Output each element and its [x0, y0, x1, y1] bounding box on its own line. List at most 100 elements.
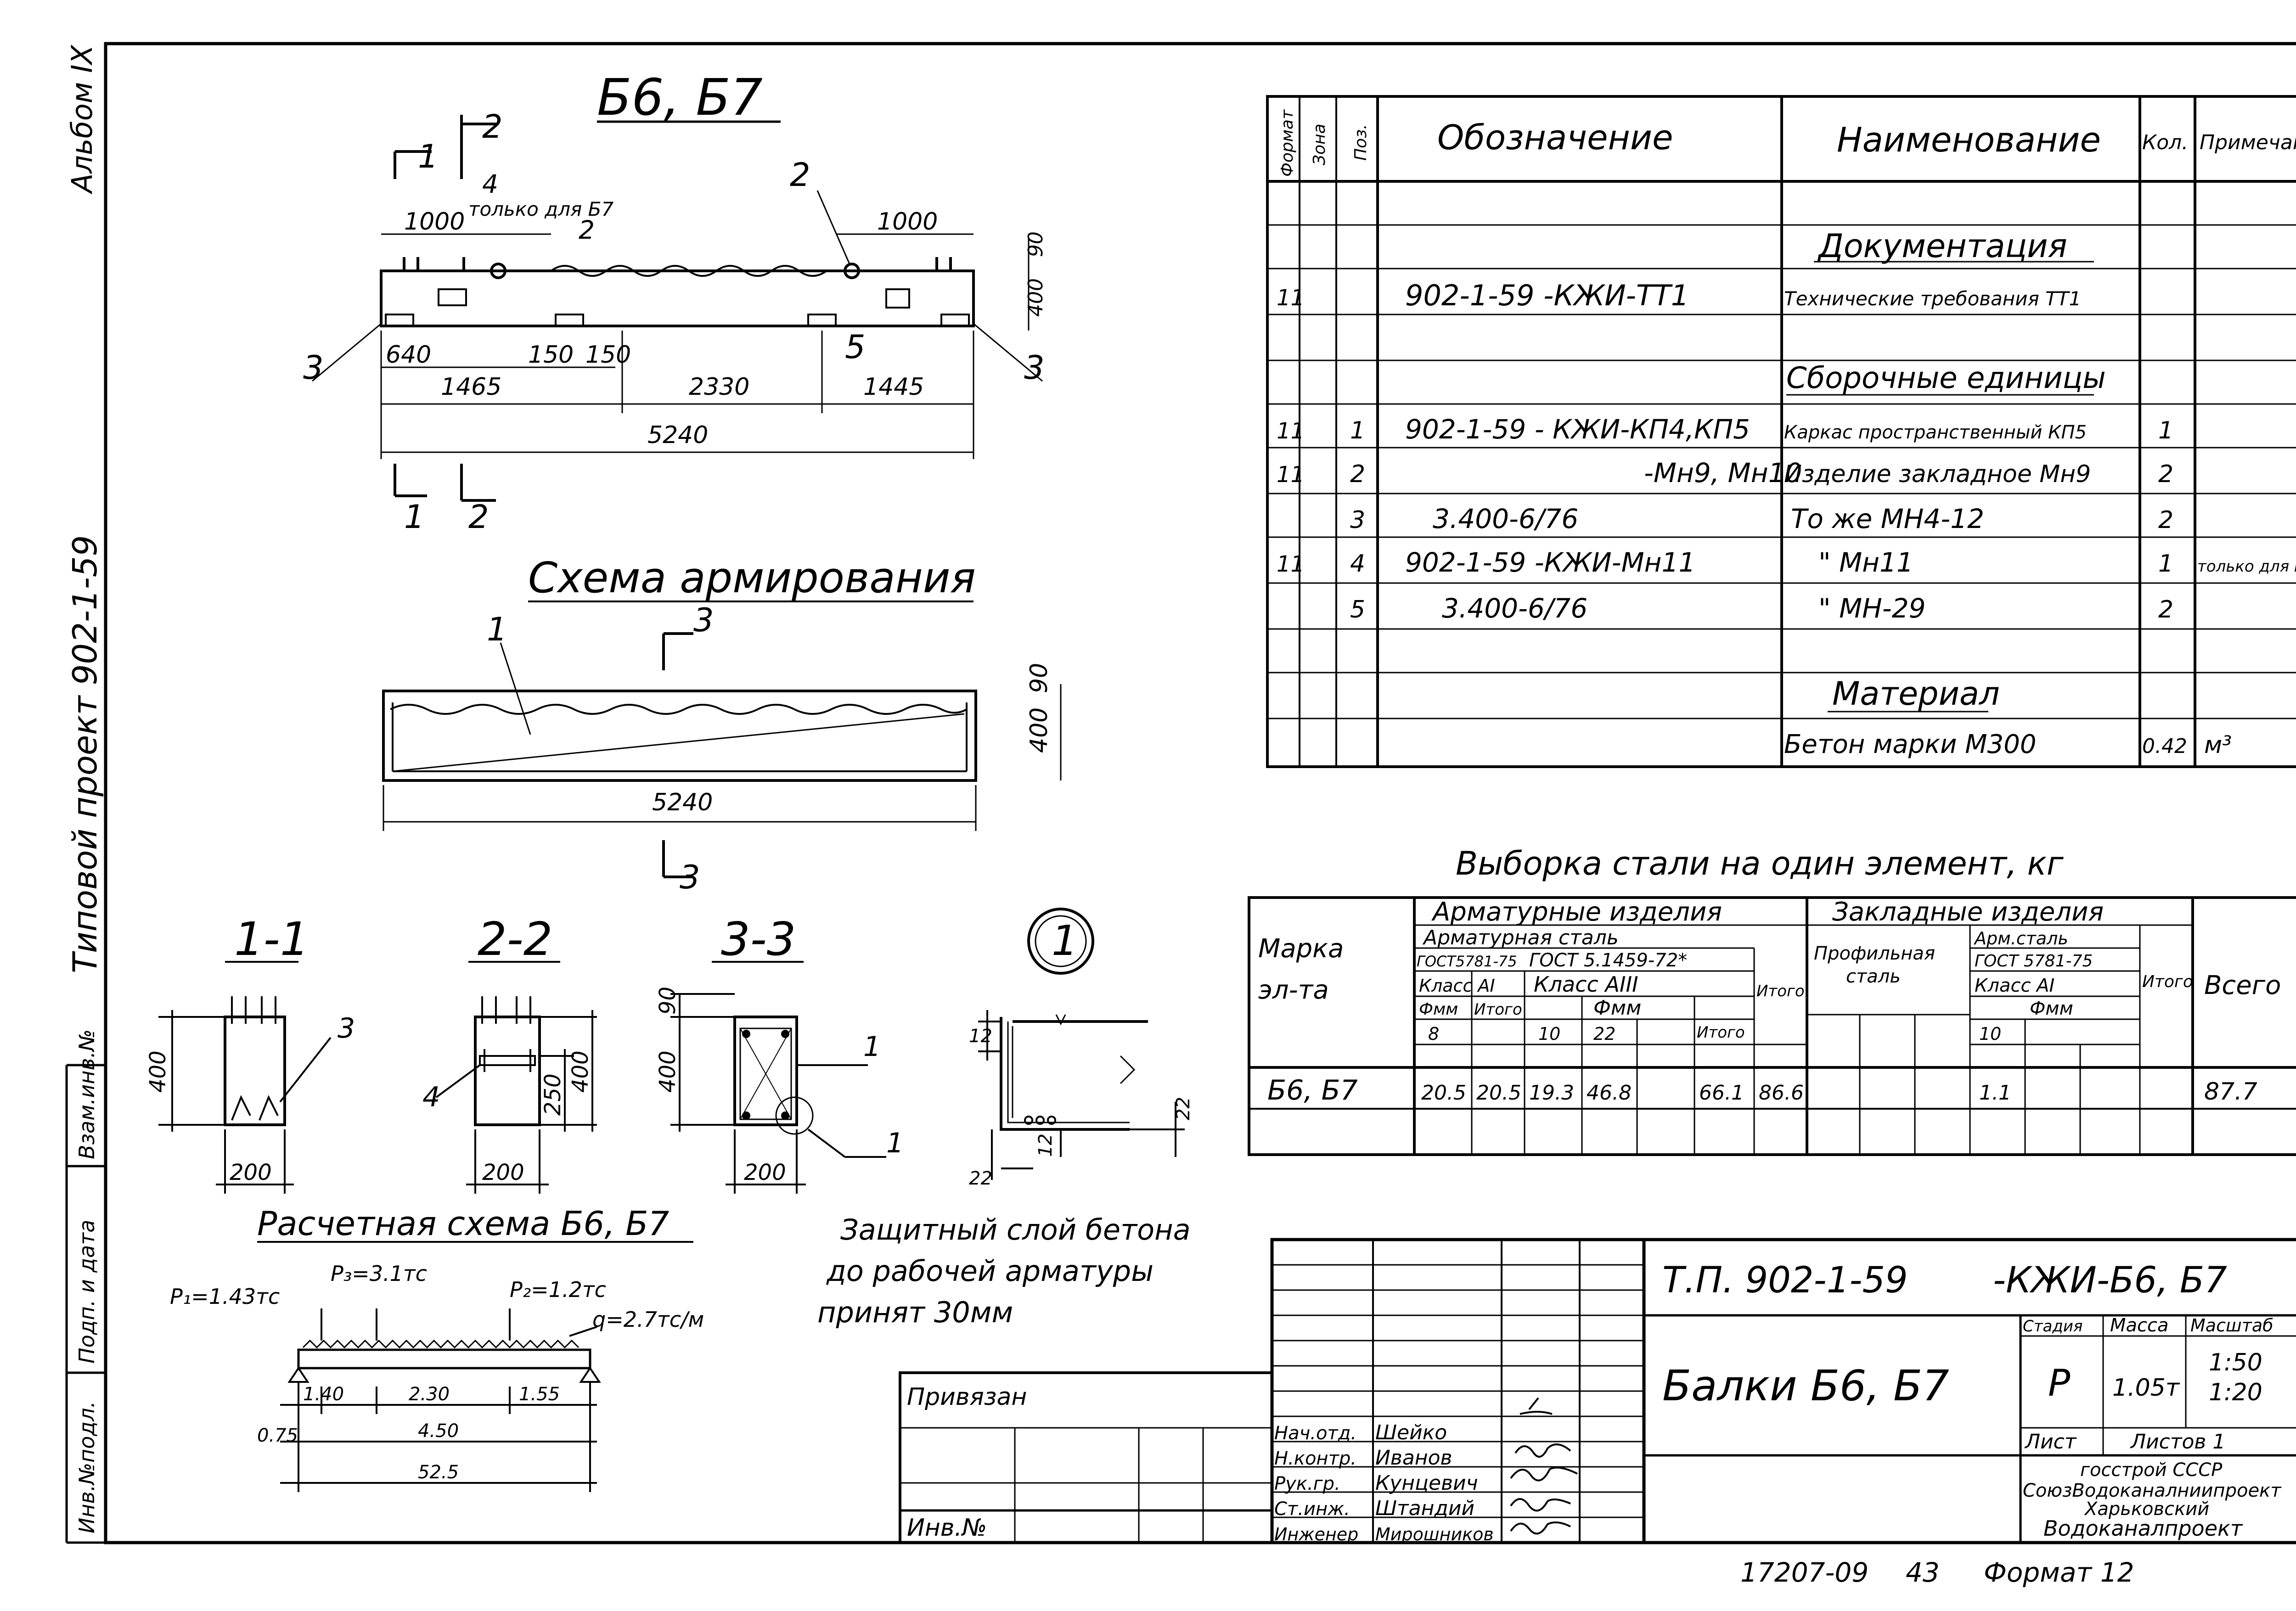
- spec-r1-desig: 902-1-59 - КЖИ-КП4,КП5: [1405, 414, 1750, 445]
- spec-r4-note: только для Б7: [2197, 557, 2296, 576]
- spec-r1-name: Каркас пространственный КП5: [1784, 422, 2087, 443]
- stamp-mass-h: Масса: [2110, 1315, 2169, 1336]
- steel-h-emb: Закладные изделия: [1832, 897, 2104, 927]
- s33-pos-1-bot: 1: [886, 1127, 904, 1159]
- spec-r1-qty: 1: [2158, 417, 2173, 444]
- side-inv-podl: Инв.№подл.: [74, 1401, 99, 1533]
- spec-h-name: Наименование: [1837, 120, 2101, 160]
- dim-5240: 5240: [647, 421, 708, 449]
- steel-h-itogo3: Итого: [1756, 982, 1805, 1000]
- reinf-dim-5240: 5240: [652, 789, 713, 816]
- stamp-name-1: Иванов: [1375, 1446, 1452, 1470]
- steel-h-prof-2: сталь: [1846, 966, 1901, 987]
- stamp-role-2: Рук.гр.: [1274, 1473, 1340, 1494]
- stamp-org-3: Харьковский: [2084, 1499, 2209, 1520]
- steel-h-prof-1: Профильная: [1814, 943, 1935, 964]
- footer-format: Формат 12: [1984, 1557, 2134, 1588]
- view-title: Б6, Б7: [597, 68, 763, 127]
- s33-dim-400: 400: [655, 1050, 681, 1093]
- s33-dim-90: 90: [655, 987, 681, 1015]
- side-album: Альбом IX: [65, 44, 99, 195]
- spec-table: [1266, 95, 2296, 768]
- steel-r-it3: 86.6: [1759, 1081, 1804, 1105]
- footer-num: 17207-09: [1740, 1557, 1868, 1588]
- note-line-2: до рабочей арматуры: [826, 1254, 1154, 1288]
- steel-h-d10: 10: [1538, 1024, 1560, 1044]
- steel-h-itogo1: Итого: [1474, 1000, 1522, 1019]
- steel-r-it1: 20.5: [1476, 1081, 1521, 1105]
- spec-sec-mat: Материал: [1832, 675, 2000, 713]
- stamp-role-4: Инженер: [1274, 1524, 1358, 1544]
- section-3-3: [670, 993, 886, 1194]
- spec-r0-fmt: 11: [1277, 285, 1305, 311]
- steel-h-arm: Арматурные изделия: [1431, 897, 1722, 927]
- stamp-code: Т.П. 902-1-59: [1662, 1260, 1908, 1301]
- signatures: [1510, 1397, 1578, 1535]
- steel-title: Выборка стали на один элемент, кг: [1456, 845, 2064, 882]
- calc-dim-075: 0.75: [257, 1425, 298, 1446]
- steel-r-c10: 1.1: [1979, 1081, 2011, 1105]
- s22-pos-4: 4: [422, 1081, 440, 1113]
- stamp-sheet-h: Лист: [2024, 1430, 2077, 1454]
- calc-title: Расчетная схема Б6, Б7: [257, 1204, 669, 1243]
- calc-scheme: [280, 1308, 601, 1492]
- sec-1-low: 1: [404, 498, 425, 536]
- steel-h-gost3: ГОСТ 5781-75: [1975, 952, 2093, 971]
- spec-r2-qty: 2: [2158, 460, 2173, 488]
- steel-r-mark: Б6, Б7: [1267, 1074, 1358, 1106]
- steel-r-b10: 19.3: [1529, 1081, 1574, 1105]
- s22-dim-250: 250: [540, 1073, 566, 1116]
- spec-r5-desig: 3.400-6/76: [1442, 593, 1587, 624]
- dim-1000-right: 1000: [877, 208, 938, 236]
- stamp-name-4: Мирошников: [1375, 1524, 1494, 1544]
- reinf-dim-90: 90: [1025, 663, 1053, 693]
- stamp-scale-2: 1:20: [2209, 1379, 2262, 1406]
- steel-h-cls1: Класс AI: [1419, 976, 1495, 996]
- steel-h-mark-2: эл-та: [1258, 975, 1329, 1005]
- steel-h-arm2: Арм.сталь: [1973, 928, 2068, 949]
- steel-table: [1248, 896, 2296, 1156]
- steel-h-arm-steel: Арматурная сталь: [1422, 926, 1619, 949]
- dim-150a: 150: [528, 341, 574, 369]
- stamp-role-0: Нач.отд.: [1274, 1423, 1356, 1444]
- stamp-role-3: Ст.инж.: [1274, 1499, 1350, 1520]
- spec-r4-desig: 902-1-59 -КЖИ-Мн11: [1405, 547, 1695, 578]
- spec-h-format: Формат: [1278, 109, 1297, 177]
- spec-r2-pos: 2: [1350, 460, 1365, 488]
- stamp-role-1: Н.контр.: [1274, 1448, 1356, 1469]
- spec-r2-name: Изделие закладное Мн9: [1784, 460, 2091, 488]
- spec-h-pos: Поз.: [1351, 124, 1370, 161]
- spec-r1-pos: 1: [1350, 417, 1365, 444]
- note-line-3: принят 30мм: [817, 1296, 1013, 1329]
- spec-r4-pos: 4: [1350, 550, 1365, 578]
- steel-h-gost1: ГОСТ5781-75: [1417, 953, 1517, 970]
- calc-dim-230: 2.30: [409, 1384, 450, 1405]
- stamp-name-0: Шейко: [1375, 1421, 1447, 1444]
- reinf-sec-3-top: 3: [693, 601, 714, 639]
- note-line-1: Защитный слой бетона: [840, 1213, 1191, 1246]
- steel-h-cls2: Класс AIII: [1534, 972, 1638, 997]
- stamp-name-2: Кунцевич: [1375, 1471, 1478, 1495]
- side-project: Типовой проект 902-1-59: [66, 535, 104, 973]
- spec-r3-pos: 3: [1350, 506, 1365, 534]
- spec-r5-qty: 2: [2158, 596, 2173, 623]
- spec-h-note: Примечание: [2200, 131, 2296, 154]
- calc-p3: P₃=3.1тс: [331, 1261, 427, 1286]
- footer-page: 43: [1906, 1557, 1940, 1588]
- title-block: [899, 1238, 2296, 1544]
- spec-r4-fmt: 11: [1277, 551, 1305, 577]
- steel-h-d22: 22: [1593, 1024, 1615, 1044]
- steel-r-b22: 46.8: [1587, 1081, 1632, 1105]
- spec-r3-desig: 3.400-6/76: [1433, 503, 1578, 534]
- reinf-beam: [382, 632, 1062, 878]
- steel-h-mark-1: Марка: [1258, 934, 1344, 964]
- stamp-org-2: СоюзВодоканалниипроект: [2023, 1480, 2282, 1501]
- s11-pos-3: 3: [338, 1012, 355, 1044]
- pos-3-right: 3: [1024, 349, 1045, 387]
- steel-r-it2: 66.1: [1699, 1081, 1744, 1105]
- side-podp-data: Подп. и дата: [74, 1220, 99, 1364]
- calc-dim-525: 52.5: [418, 1462, 459, 1483]
- spec-r1-fmt: 11: [1277, 418, 1305, 444]
